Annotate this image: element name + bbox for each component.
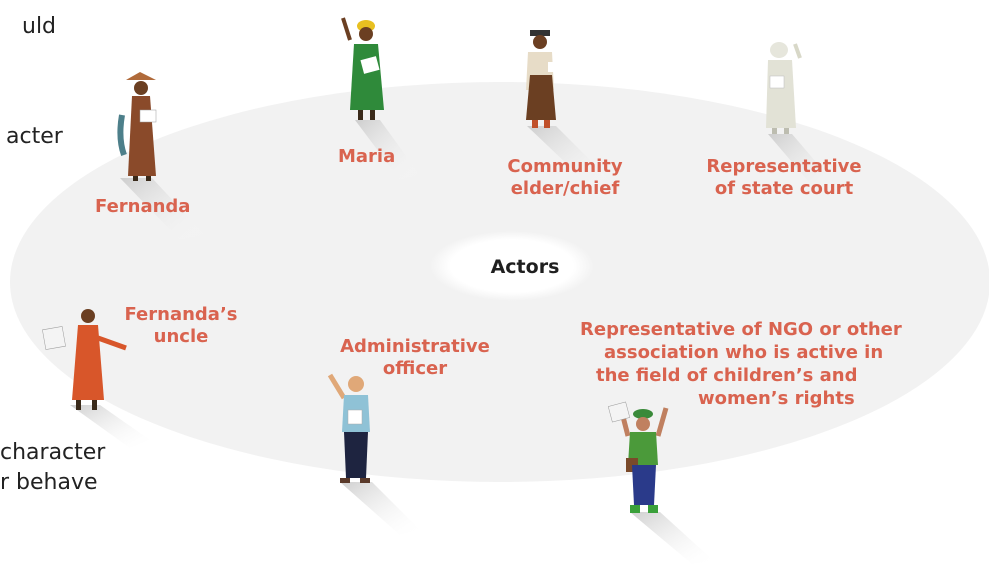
label-line: Maria — [338, 146, 396, 167]
figure-fernandas-uncle — [42, 309, 127, 410]
label-line: officer — [382, 358, 448, 379]
label-line: uncle — [153, 326, 209, 347]
label-community-elder: Community elder/chief — [496, 156, 634, 200]
label-fernanda: Fernanda — [95, 196, 190, 218]
label-line: Community — [507, 156, 623, 177]
left-text-fragment-1: uld — [22, 14, 57, 39]
label-ngo-representative: Representative of NGO or other associati… — [580, 318, 928, 410]
figure-ngo-representative — [607, 401, 669, 513]
label-line: women’s rights — [698, 388, 855, 409]
figure-maria — [341, 17, 384, 120]
label-line: Representative of NGO or other — [580, 319, 902, 340]
figure-fernanda — [117, 72, 157, 181]
label-line: Representative — [706, 156, 862, 177]
figure-administrative-officer — [327, 373, 370, 483]
label-line: elder/chief — [510, 178, 620, 199]
label-line: Fernanda — [95, 196, 191, 217]
label-line: the field of children’s and — [596, 365, 858, 386]
figure-shadows — [70, 120, 840, 564]
label-line: Administrative — [340, 336, 490, 357]
figure-state-court — [766, 42, 802, 134]
figure-community-elder — [526, 30, 562, 128]
label-maria: Maria — [338, 146, 395, 168]
left-text-fragment-3: character — [0, 440, 106, 465]
left-text-fragment-4: r behave — [0, 470, 98, 495]
label-line: Fernanda’s — [124, 304, 238, 325]
label-administrative-officer: Administrative officer — [332, 336, 498, 380]
center-label: Actors — [490, 256, 560, 278]
center-oval — [430, 231, 594, 301]
label-line: of state court — [714, 178, 854, 199]
label-fernandas-uncle: Fernanda’s uncle — [118, 304, 244, 348]
label-state-court: Representative of state court — [700, 156, 868, 200]
label-line: association who is active in — [604, 342, 884, 363]
left-text-fragment-2: acter — [6, 124, 63, 149]
